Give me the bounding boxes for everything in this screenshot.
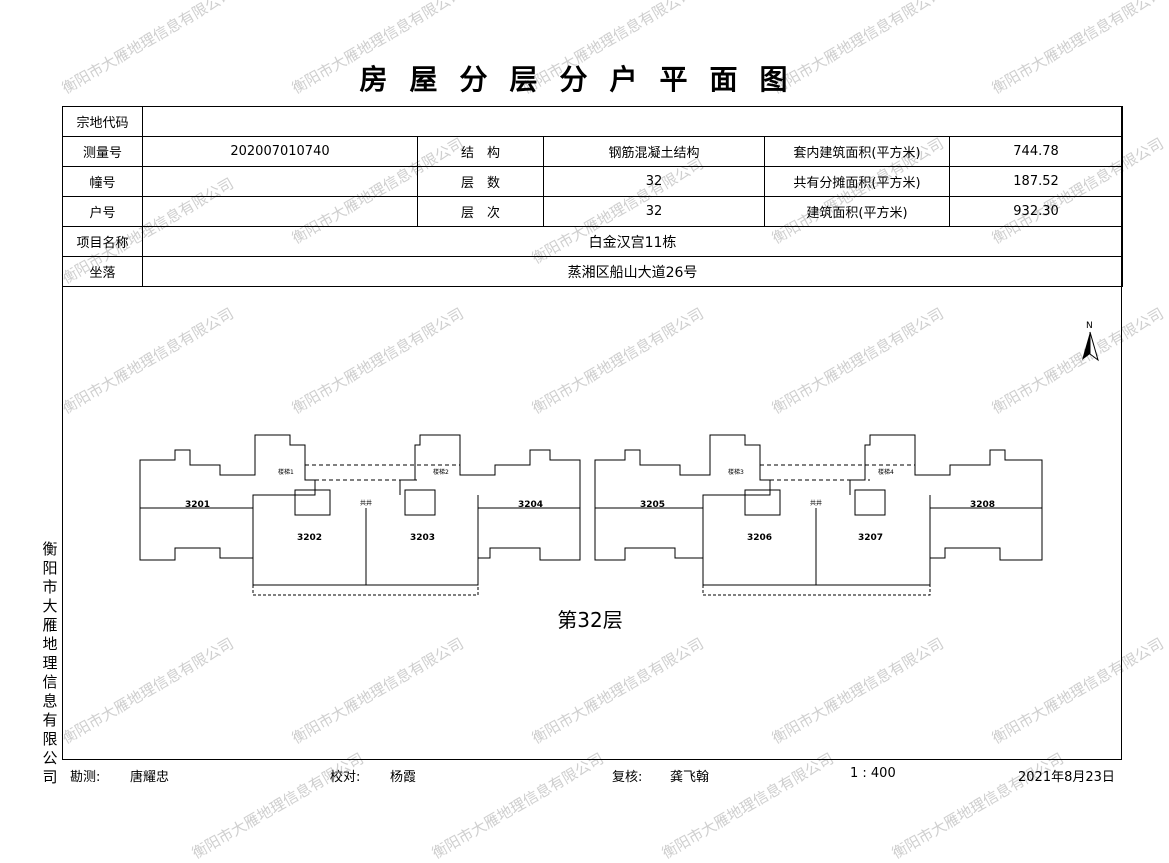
unit-label: 3205 <box>640 500 665 510</box>
parcel-code-label: 宗地代码 <box>62 106 143 137</box>
inner-area-label: 套内建筑面积(平方米) <box>764 136 950 167</box>
shaft-label: 共井 <box>810 499 822 507</box>
parcel-code-value <box>141 106 1124 137</box>
watermark: 衡阳市大雁地理信息有限公司 <box>888 749 1067 863</box>
stair-label: 楼梯1 <box>278 468 294 476</box>
stair-label: 楼梯3 <box>728 468 744 476</box>
location-value: 蒸湘区船山大道26号 <box>141 256 1124 287</box>
floors-value: 32 <box>543 166 765 197</box>
project-value: 白金汉宫11栋 <box>141 226 1124 257</box>
floors-label: 层 数 <box>417 166 544 197</box>
date: 2021年8月23日 <box>1018 770 1115 785</box>
watermark: 衡阳市大雁地理信息有限公司 <box>188 749 367 863</box>
unit-label: 3201 <box>185 500 210 510</box>
unit-no-label: 户号 <box>62 196 143 227</box>
floor-plan: 3201 3202 3203 3204 3205 3206 3207 3208 … <box>139 434 1043 596</box>
review-label: 复核: <box>612 770 643 785</box>
unit-label: 3206 <box>747 533 772 543</box>
building-no-value <box>142 166 418 197</box>
shared-area-label: 共有分摊面积(平方米) <box>764 166 950 197</box>
shared-area-value: 187.52 <box>948 166 1124 197</box>
north-arrow-icon: N <box>1082 321 1099 362</box>
unit-label: 3204 <box>518 500 543 510</box>
floor-label: 层 次 <box>417 196 544 227</box>
company-vertical: 衡阳市大雁地理信息有限公司 <box>42 540 58 786</box>
structure-label: 结 构 <box>417 136 544 167</box>
unit-label: 3208 <box>970 500 995 510</box>
building-no-label: 幢号 <box>62 166 143 197</box>
location-label: 坐落 <box>62 256 143 287</box>
floor-value: 32 <box>543 196 765 227</box>
survey-label: 勘测: <box>70 770 101 785</box>
project-label: 项目名称 <box>62 226 143 257</box>
scale: 1 : 400 <box>850 766 896 781</box>
page-title: 房屋分层分户平面图 <box>359 63 810 96</box>
unit-label: 3202 <box>297 533 322 543</box>
info-table: 宗地代码 测量号 202007010740 结 构 钢筋混凝土结构 套内建筑面积… <box>62 106 1124 287</box>
survey-no-value: 202007010740 <box>142 136 418 167</box>
checker: 杨霞 <box>390 770 417 785</box>
build-area-value: 932.30 <box>948 196 1124 227</box>
stair-label: 楼梯2 <box>433 468 449 476</box>
unit-label: 3203 <box>410 533 435 543</box>
floor-name: 第32层 <box>557 608 623 632</box>
watermark: 衡阳市大雁地理信息有限公司 <box>428 749 607 863</box>
structure-value: 钢筋混凝土结构 <box>543 136 765 167</box>
reviewer: 龚飞翰 <box>670 770 710 785</box>
unit-no-value <box>142 196 418 227</box>
build-area-label: 建筑面积(平方米) <box>764 196 950 227</box>
shaft-label: 共井 <box>360 499 372 507</box>
check-label: 校对: <box>330 770 361 785</box>
survey-no-label: 测量号 <box>62 136 143 167</box>
inner-area-value: 744.78 <box>948 136 1124 167</box>
watermark: 衡阳市大雁地理信息有限公司 <box>658 749 837 863</box>
stair-label: 楼梯4 <box>878 468 894 476</box>
unit-label: 3207 <box>858 533 883 543</box>
surveyor: 唐耀忠 <box>130 770 170 785</box>
north-label: N <box>1086 321 1093 331</box>
